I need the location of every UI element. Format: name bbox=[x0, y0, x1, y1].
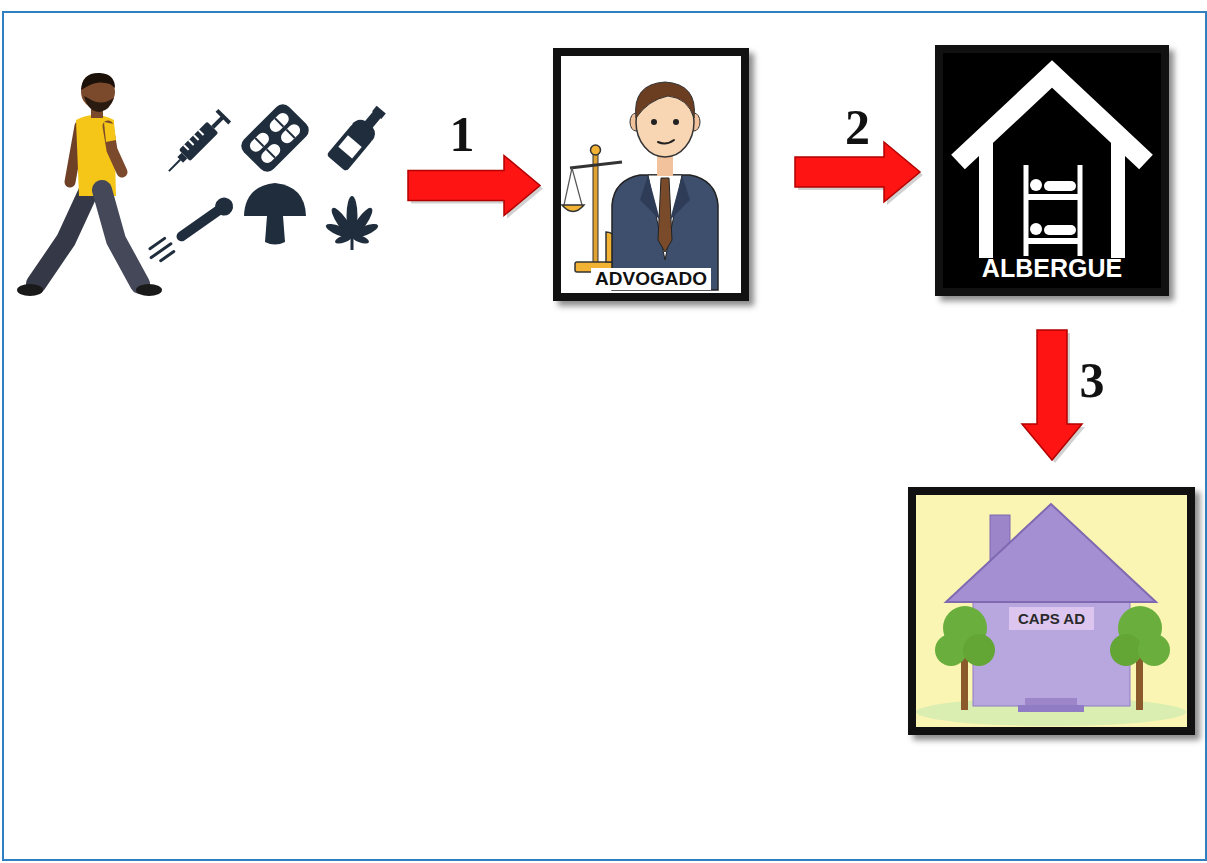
shelter-illustration-part bbox=[979, 140, 993, 258]
step-number: 2 bbox=[845, 102, 870, 152]
syringe-icon-part bbox=[179, 122, 219, 162]
arrow-shadow bbox=[1025, 333, 1085, 463]
bottle-icon-part bbox=[372, 106, 386, 119]
syringe-icon-part bbox=[183, 144, 189, 150]
walking-person-part bbox=[84, 96, 114, 112]
pipe-icon-part bbox=[161, 251, 174, 260]
shelter-illustration-part bbox=[1044, 225, 1076, 235]
box-label: ADVOGADO bbox=[591, 268, 711, 290]
lawyer-illustration-part bbox=[648, 175, 682, 260]
flow-arrow bbox=[1022, 330, 1082, 460]
syringe-icon bbox=[163, 109, 232, 178]
shelter-illustration-part bbox=[943, 53, 1161, 288]
cannabis-leaf-icon-part bbox=[334, 233, 353, 246]
syringe-icon-part bbox=[169, 160, 180, 171]
caps-illustration bbox=[916, 495, 1187, 727]
lawyer-illustration-part bbox=[658, 178, 672, 252]
shelter-illustration-part bbox=[1044, 181, 1076, 191]
walking-person-part bbox=[81, 73, 115, 90]
caps-illustration-part bbox=[1110, 634, 1142, 666]
caps-illustration-part bbox=[963, 634, 995, 666]
lawyer-illustration-part bbox=[591, 145, 601, 155]
lawyer-illustration-part bbox=[593, 150, 598, 265]
lawyer-illustration-part bbox=[670, 175, 690, 220]
walking-person-part bbox=[102, 190, 140, 284]
shelter-illustration-part bbox=[1030, 223, 1042, 235]
walking-person-part bbox=[17, 284, 43, 296]
step-number: 3 bbox=[1080, 355, 1105, 405]
pills-icon-part bbox=[286, 130, 294, 138]
lawyer-illustration-part bbox=[673, 119, 679, 125]
walking-person-part bbox=[36, 188, 90, 284]
outer-frame bbox=[3, 12, 1206, 860]
lawyer-illustration-part bbox=[651, 119, 657, 125]
syringe-icon-part bbox=[198, 129, 204, 135]
pills-icon-part bbox=[275, 118, 283, 126]
caps-illustration-part bbox=[946, 504, 1156, 602]
shelter-illustration-part bbox=[1026, 238, 1080, 244]
pills-icon-part bbox=[255, 138, 263, 146]
caps-illustration-part bbox=[1025, 698, 1077, 705]
substance-icons bbox=[146, 101, 391, 265]
step-number: 1 bbox=[450, 109, 475, 159]
lawyer-illustration-part bbox=[636, 82, 695, 118]
syringe-icon-part bbox=[193, 134, 199, 140]
walking-person bbox=[17, 73, 162, 296]
pipe-icon-part bbox=[150, 238, 165, 248]
flow-arrow bbox=[408, 156, 540, 216]
caps-illustration-part bbox=[916, 495, 1187, 727]
syringe-icon-part bbox=[188, 139, 194, 145]
walking-person-part bbox=[136, 284, 162, 296]
cannabis-leaf-icon bbox=[324, 196, 379, 250]
pipe-icon-part bbox=[212, 194, 237, 219]
lawyer-illustration bbox=[561, 56, 741, 293]
caps-illustration-part bbox=[935, 634, 967, 666]
bottle-icon bbox=[326, 101, 391, 171]
shelter-illustration-part bbox=[1111, 140, 1125, 258]
arrow-shadow bbox=[798, 145, 923, 205]
mushroom-icon-part bbox=[244, 183, 306, 216]
pills-icon-part bbox=[267, 149, 275, 157]
lawyer-illustration-part bbox=[658, 140, 674, 144]
box-label: CAPS AD bbox=[1009, 607, 1094, 630]
shelter-illustration bbox=[943, 53, 1161, 288]
cannabis-leaf-icon-part bbox=[351, 233, 370, 246]
caps-illustration-part bbox=[1018, 705, 1084, 712]
lawyer-illustration-part bbox=[562, 205, 584, 212]
person-with-substances bbox=[20, 70, 400, 302]
box-label: ALBERGUE bbox=[982, 254, 1122, 283]
caps-ad-box: CAPS AD bbox=[908, 487, 1195, 735]
caps-illustration-part bbox=[1138, 634, 1170, 666]
pills-icon-part bbox=[238, 101, 313, 176]
syringe-icon-part bbox=[216, 109, 232, 125]
pills-icon bbox=[238, 101, 313, 176]
caps-illustration-part bbox=[916, 698, 1186, 726]
shelter-box: ALBERGUE bbox=[935, 45, 1169, 296]
lawyer-illustration-part bbox=[572, 168, 582, 205]
mushroom-icon bbox=[244, 183, 306, 245]
lawyer-illustration-part bbox=[570, 162, 622, 168]
pipe-icon bbox=[146, 194, 237, 265]
cannabis-leaf-icon-part bbox=[351, 236, 354, 250]
lawyer-box: ADVOGADO bbox=[553, 48, 749, 301]
lawyer-illustration-part bbox=[640, 175, 660, 220]
lawyer-illustration-part bbox=[561, 56, 741, 293]
caps-illustration-part bbox=[973, 590, 1130, 706]
bottle-icon-part bbox=[338, 135, 361, 158]
arrow-shadow bbox=[411, 159, 543, 219]
mushroom-icon-part bbox=[265, 216, 285, 245]
shelter-illustration-part bbox=[1030, 179, 1042, 191]
walking-person-part bbox=[104, 122, 116, 142]
lawyer-illustration-part bbox=[564, 168, 572, 205]
shelter-illustration-part bbox=[1026, 194, 1080, 200]
